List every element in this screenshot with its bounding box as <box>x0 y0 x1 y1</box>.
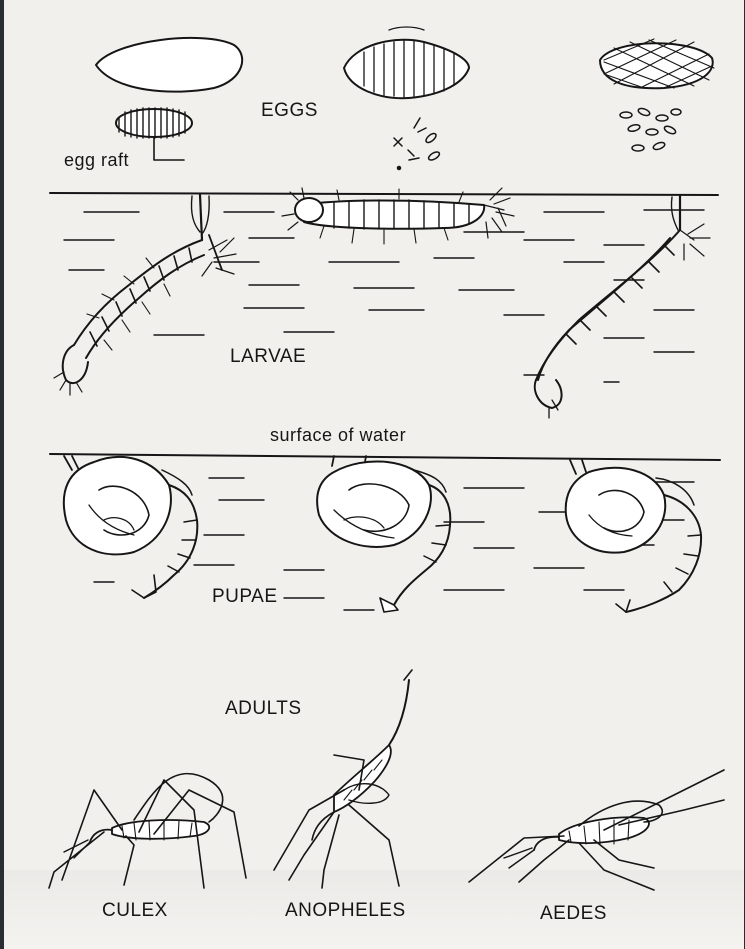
culex-pupa <box>64 456 198 598</box>
aedes-eggs <box>600 39 714 151</box>
culex-larva <box>54 195 236 395</box>
mosquito-life-cycle-illustration <box>4 0 744 949</box>
water-surface-line-top <box>50 193 718 195</box>
pupae-label: PUPAE <box>212 586 278 608</box>
genus-label-culex: CULEX <box>102 900 168 922</box>
anopheles-eggs <box>344 27 469 170</box>
aedes-adult <box>469 770 724 890</box>
eggs-label: EGGS <box>261 100 318 122</box>
anopheles-scattered-eggs <box>394 118 441 170</box>
diagram-page: EGGS egg raft LARVAE surface of water PU… <box>4 0 744 949</box>
aedes-pupa <box>566 460 701 612</box>
genus-label-anopheles: ANOPHELES <box>285 900 406 922</box>
egg-raft-label: egg raft <box>64 150 129 171</box>
anopheles-pupa <box>317 456 450 612</box>
culex-adult <box>49 774 246 888</box>
aedes-larva <box>535 196 710 418</box>
surface-of-water-label: surface of water <box>270 425 406 446</box>
culex-eggs <box>96 38 242 160</box>
anopheles-larva <box>282 188 514 244</box>
water-surface-line-bottom <box>50 454 720 460</box>
adults-label: ADULTS <box>225 698 302 720</box>
larvae-label: LARVAE <box>230 346 306 368</box>
aedes-scattered-eggs <box>620 107 681 151</box>
genus-label-aedes: AEDES <box>540 903 607 925</box>
